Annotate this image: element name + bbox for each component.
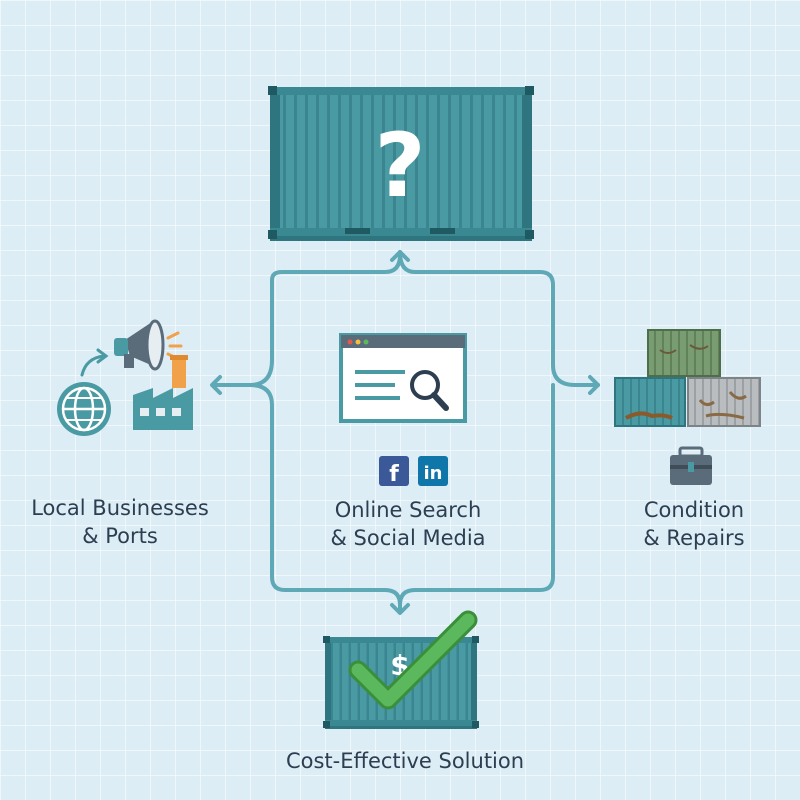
connector-right-lower bbox=[398, 383, 555, 607]
node-label-line: & Social Media bbox=[330, 526, 486, 550]
node-label-line: & Repairs bbox=[643, 526, 745, 550]
node-label-condition: Condition & Repairs bbox=[596, 496, 792, 552]
node-label-local-businesses: Local Businesses & Ports bbox=[20, 494, 220, 550]
megaphone-icon bbox=[114, 319, 183, 371]
node-label-line: & Ports bbox=[82, 524, 158, 548]
curved-arrow-icon bbox=[80, 354, 106, 377]
question-mark: ? bbox=[374, 114, 425, 217]
globe-icon bbox=[57, 382, 111, 436]
arrowhead-top bbox=[390, 250, 410, 262]
node-label-line: Condition bbox=[643, 498, 745, 522]
node-label-online-search: Online Search & Social Media bbox=[300, 496, 516, 552]
facebook-icon[interactable]: f bbox=[379, 456, 409, 487]
container-checkmark-icon: $ bbox=[323, 610, 479, 729]
factory-icon bbox=[133, 355, 193, 430]
connector-lines bbox=[210, 250, 600, 615]
connector-left-lower bbox=[212, 383, 402, 614]
node-label-line: Cost-Effective Solution bbox=[285, 749, 525, 773]
node-label-cost-effective: Cost-Effective Solution bbox=[240, 747, 570, 775]
node-label-line: Local Businesses bbox=[31, 496, 209, 520]
connector-right bbox=[551, 363, 600, 387]
toolbox-icon bbox=[670, 446, 712, 485]
arrowhead-bottom bbox=[390, 603, 410, 615]
svg-text:in: in bbox=[424, 463, 443, 484]
browser-search-icon bbox=[339, 333, 467, 423]
node-label-line: Online Search bbox=[334, 498, 482, 522]
linkedin-icon[interactable]: in bbox=[418, 456, 448, 486]
arrowhead-left bbox=[210, 375, 222, 395]
svg-text:f: f bbox=[389, 462, 399, 487]
stacked-containers-icon bbox=[614, 329, 761, 427]
container-question-icon: ? bbox=[268, 86, 534, 241]
arrowhead-right bbox=[588, 375, 600, 395]
connector-left-upper bbox=[212, 278, 274, 387]
